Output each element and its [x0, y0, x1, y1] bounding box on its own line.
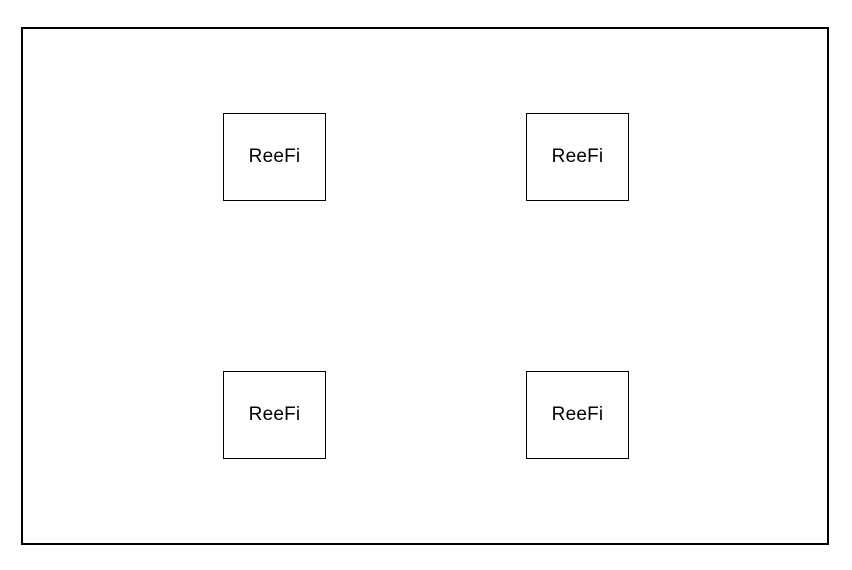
reefi-box-bottom-left[interactable]: ReeFi — [223, 371, 326, 459]
reefi-box-bottom-right[interactable]: ReeFi — [526, 371, 629, 459]
reefi-box-top-left[interactable]: ReeFi — [223, 113, 326, 201]
reefi-box-label: ReeFi — [551, 146, 604, 167]
outer-frame — [21, 27, 829, 545]
reefi-box-label: ReeFi — [248, 404, 301, 425]
reefi-box-label: ReeFi — [248, 146, 301, 167]
reefi-box-top-right[interactable]: ReeFi — [526, 113, 629, 201]
reefi-box-label: ReeFi — [551, 404, 604, 425]
